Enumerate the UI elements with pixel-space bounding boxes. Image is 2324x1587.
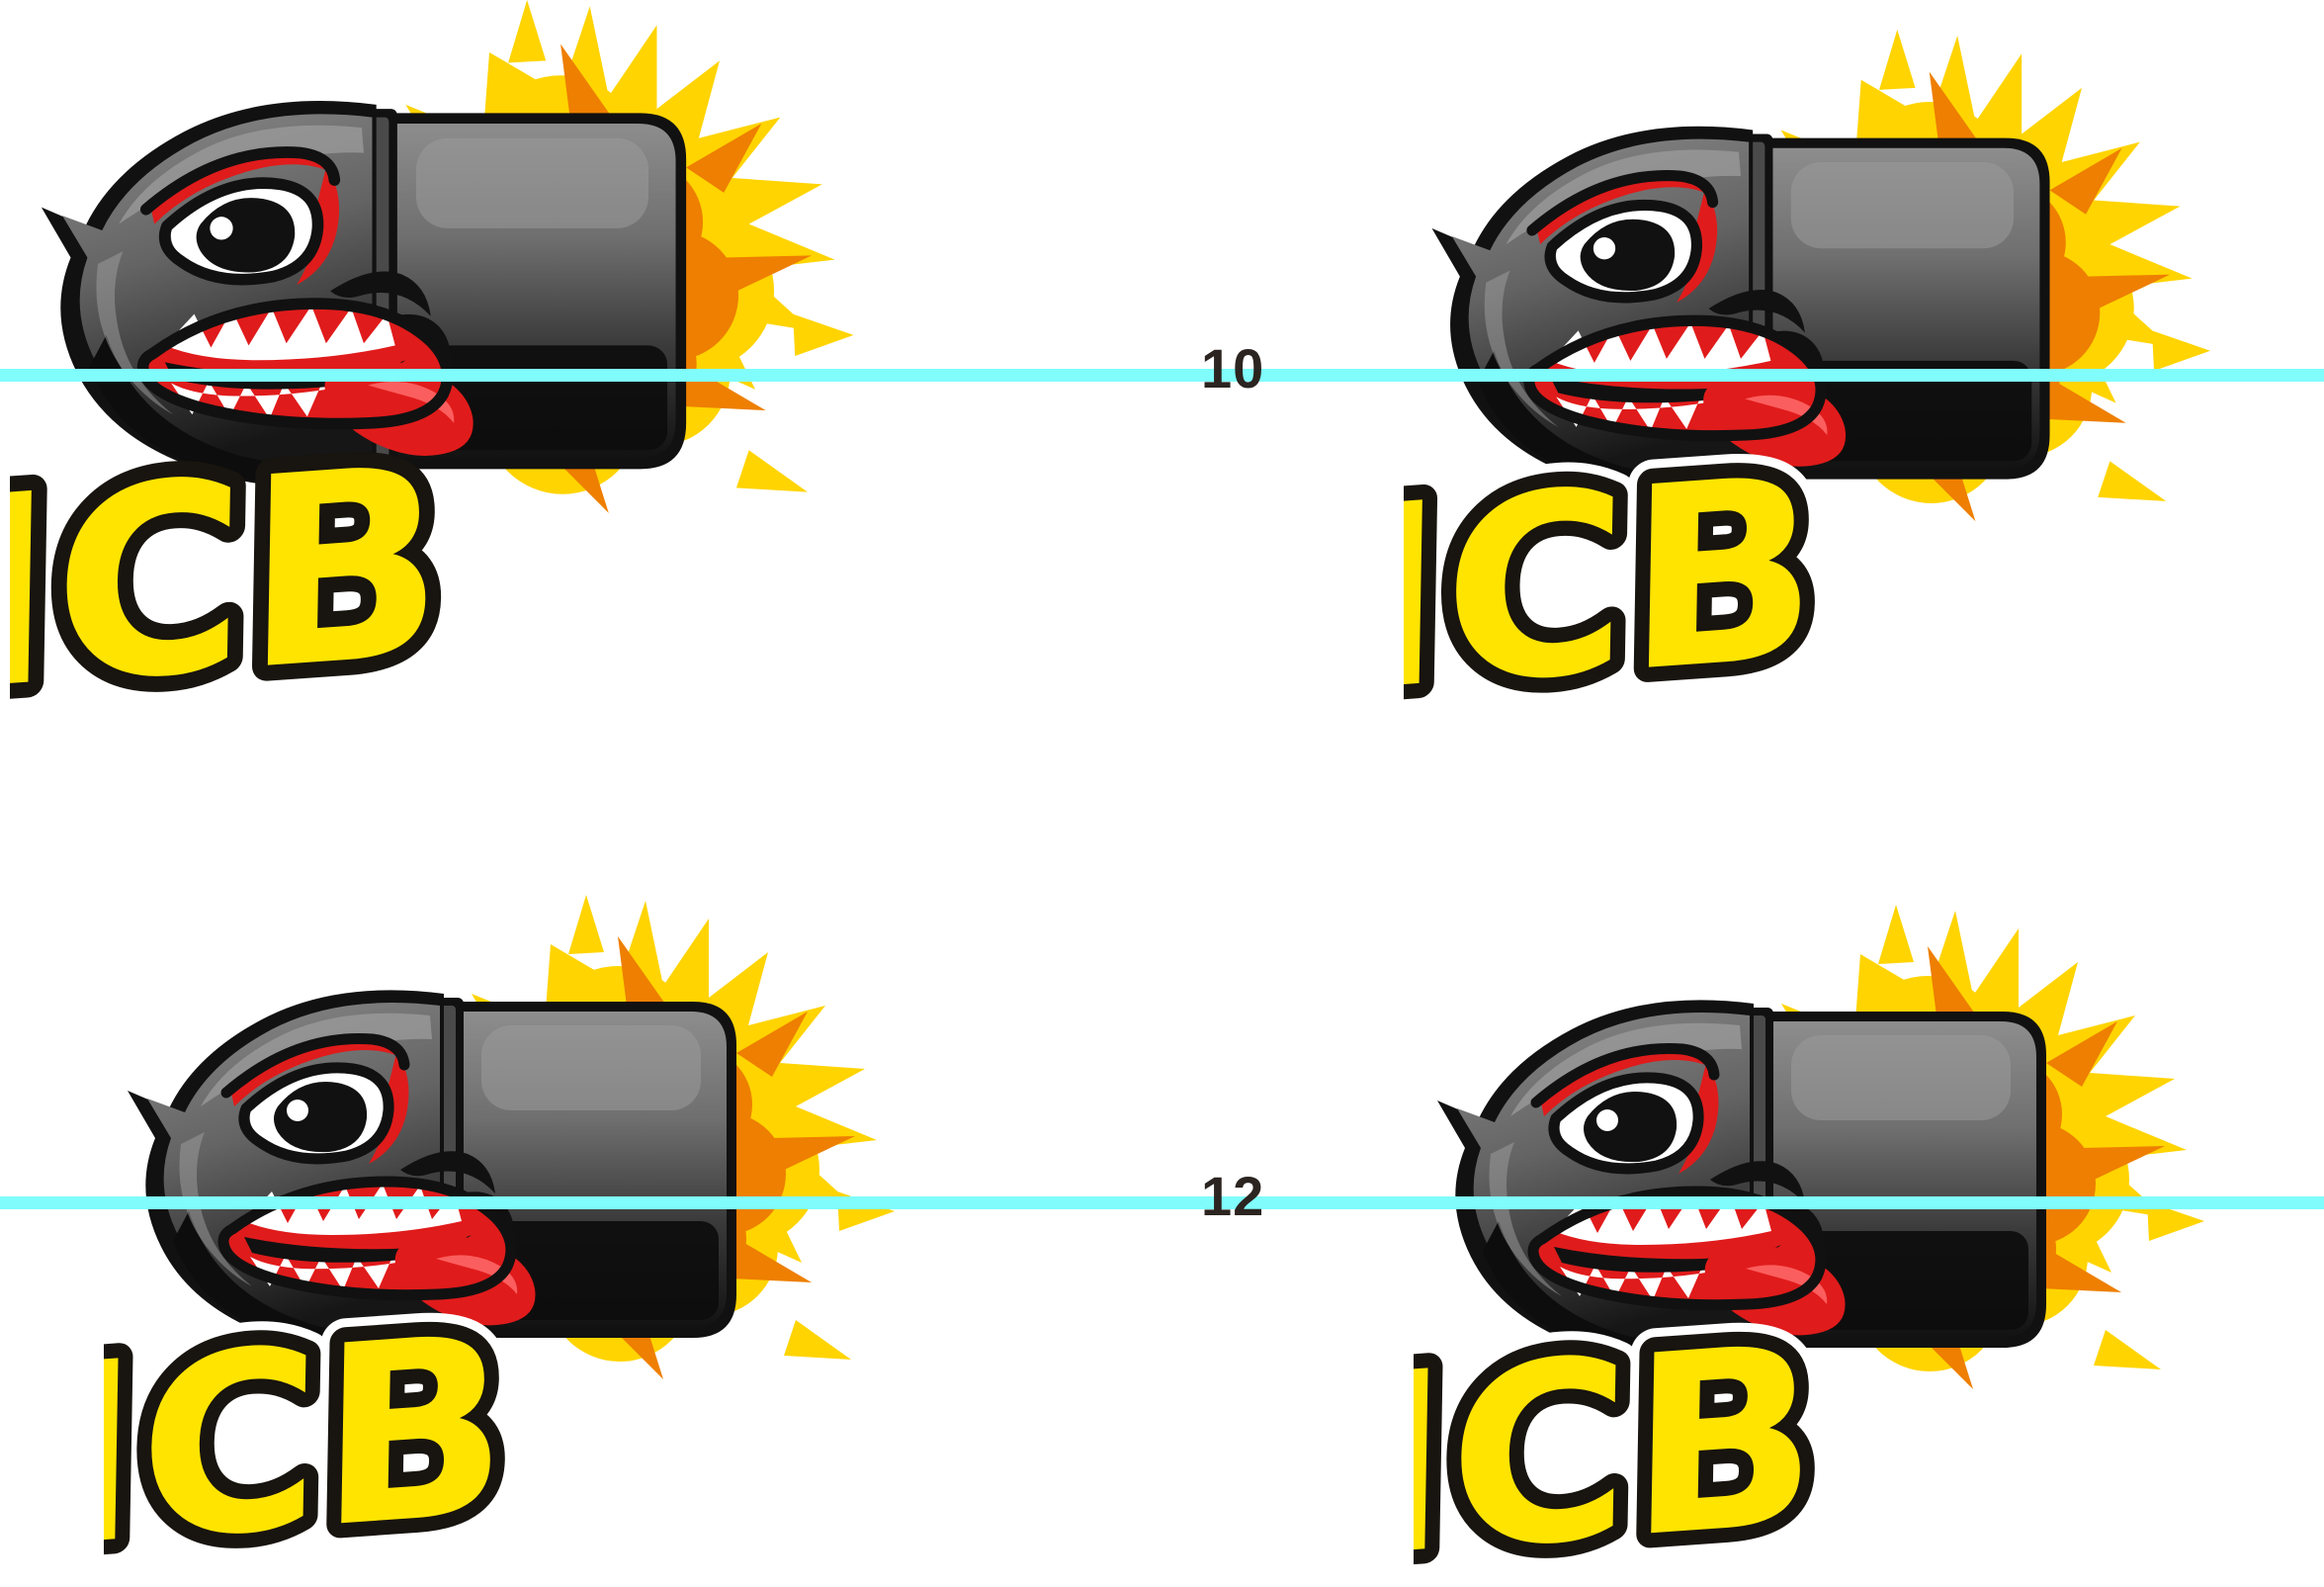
logo-bottom-left: ICB ICB ICB (104, 895, 895, 1567)
logo-top-right: ICB ICB ICB (1404, 30, 2214, 712)
icb-wordmark: ICB ICB ICB (10, 394, 463, 712)
icb-logo-artwork: ICB ICB ICB (10, 0, 854, 712)
icb-wordmark-fill: ICB (104, 1282, 510, 1567)
icb-wordmark-halo: ICB (1404, 421, 1821, 712)
icb-wordmark-fill: ICB (1404, 421, 1821, 712)
mascot-face (136, 146, 473, 456)
icb-wordmark: ICB ICB ICB (1414, 1269, 1844, 1577)
guide-10-line[interactable] (0, 369, 2324, 382)
mascot-face (1527, 1042, 1846, 1336)
icb-logo-artwork: ICB ICB ICB (1414, 905, 2204, 1577)
icb-wordmark-fill: ICB (1414, 1292, 1820, 1577)
guide-12-label: 12 (1201, 1165, 1265, 1227)
icb-wordmark-fill: ICB (10, 409, 447, 712)
icb-wordmark-outline: ICB (104, 1282, 510, 1567)
icb-wordmark: ICB ICB ICB (104, 1259, 534, 1567)
guide-10-label: 10 (1201, 337, 1265, 399)
icb-wordmark-outline: ICB (1414, 1292, 1820, 1577)
icb-logo-artwork: ICB ICB ICB (104, 895, 895, 1567)
logo-top-left: ICB ICB ICB (10, 0, 860, 712)
icb-logo-artwork: ICB ICB ICB (1404, 30, 2210, 712)
icb-wordmark-outline: ICB (10, 409, 447, 712)
icb-wordmark-halo: ICB (104, 1282, 510, 1567)
guide-12-line[interactable] (0, 1196, 2324, 1209)
icb-wordmark-outline: ICB (1404, 421, 1821, 712)
logo-bottom-right: ICB ICB ICB (1414, 905, 2204, 1577)
mascot-face (217, 1032, 536, 1326)
icb-wordmark-halo: ICB (1414, 1292, 1820, 1577)
icb-wordmark: ICB ICB ICB (1404, 397, 1845, 712)
